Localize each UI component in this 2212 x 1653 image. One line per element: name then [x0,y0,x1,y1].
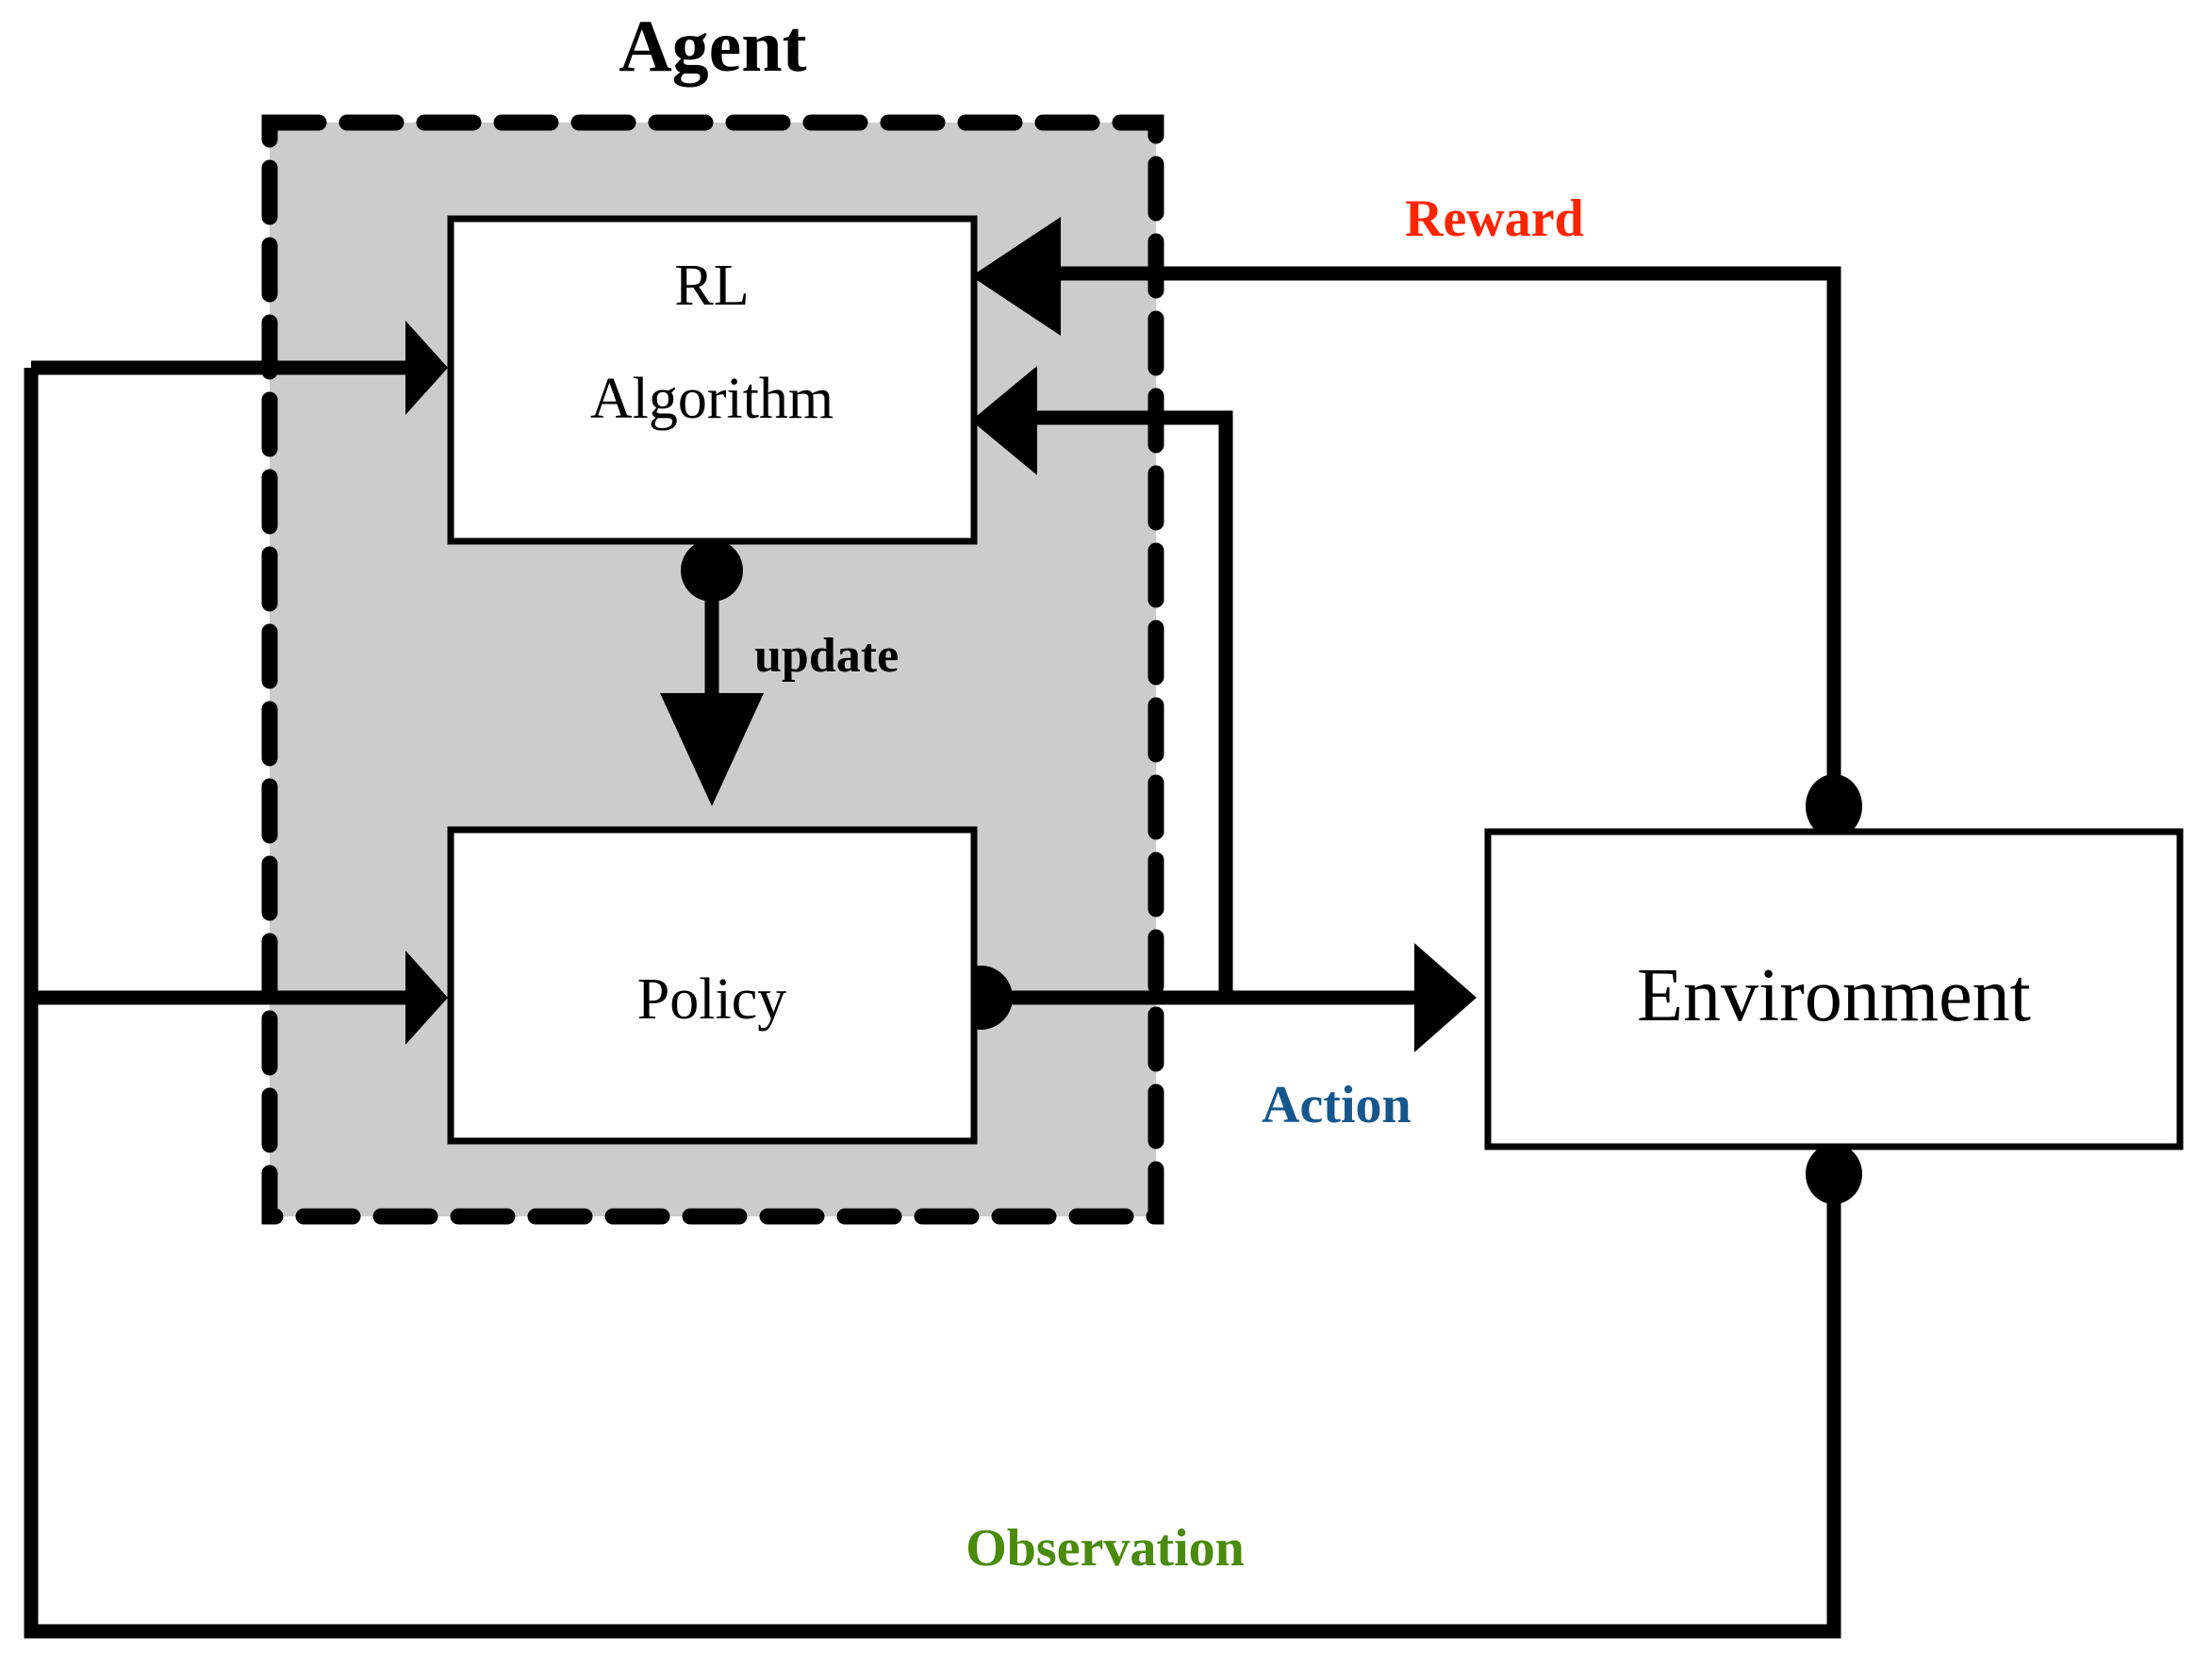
reward-line [1061,266,1841,806]
action-arrow-head [1414,943,1477,1052]
environment-box[interactable] [1484,828,2184,1150]
observation-arrow-policy [405,950,448,1045]
reward-edge [971,217,1862,838]
policy-node[interactable]: Policy [447,826,978,1145]
rl-algorithm-label-line2: Algorithm [590,367,834,431]
action-feedback-line [1037,410,1233,998]
reward-label: Reward [1405,190,1584,248]
reward-arrow-head [971,217,1061,336]
policy-box[interactable] [447,826,978,1145]
action-feedback-arrow-head [971,366,1037,475]
observation-arrow-rl [405,321,448,415]
agent-title: Agent [619,5,806,87]
observation-source-dot [1806,1144,1862,1204]
rl-algorithm-node[interactable]: RL Algorithm [447,215,978,545]
action-label: Action [1262,1076,1411,1134]
environment-label: Environment [1637,954,2031,1037]
environment-node[interactable]: Environment [1484,828,2184,1150]
observation-edge [24,321,1862,1639]
update-edge: update [660,539,899,806]
observation-label: Observation [966,1519,1245,1578]
policy-label: Policy [637,967,786,1032]
action-feedback-edge [971,366,1233,998]
reward-source-dot [1806,774,1862,838]
update-label: update [754,629,899,683]
update-arrow-head [660,693,764,806]
rl-algorithm-label-line1: RL [674,254,749,318]
